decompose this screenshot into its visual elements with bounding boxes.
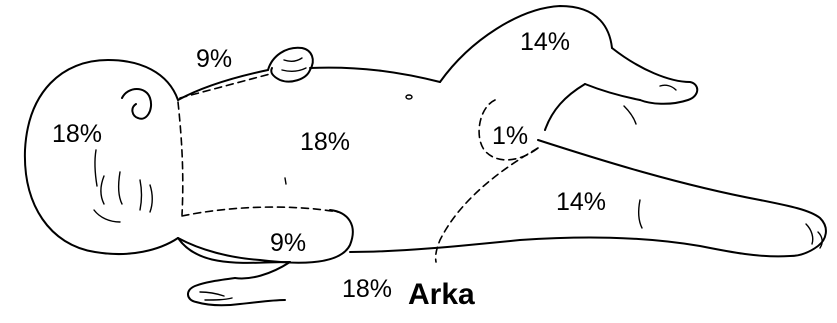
trunk (178, 68, 440, 260)
label-genitals: 1% (492, 122, 528, 150)
label-left-arm: 9% (270, 229, 306, 257)
label-raised-leg: 14% (520, 28, 570, 56)
label-back: 18% (342, 275, 392, 303)
lower-arm (178, 210, 353, 305)
raised-leg (440, 6, 697, 130)
label-extended-leg: 14% (556, 188, 606, 216)
view-label: Arka (408, 278, 475, 311)
label-trunk-front: 18% (300, 128, 350, 156)
head (25, 60, 178, 254)
upper-arm (268, 48, 313, 82)
label-right-arm: 9% (196, 45, 232, 73)
label-head: 18% (52, 120, 102, 148)
